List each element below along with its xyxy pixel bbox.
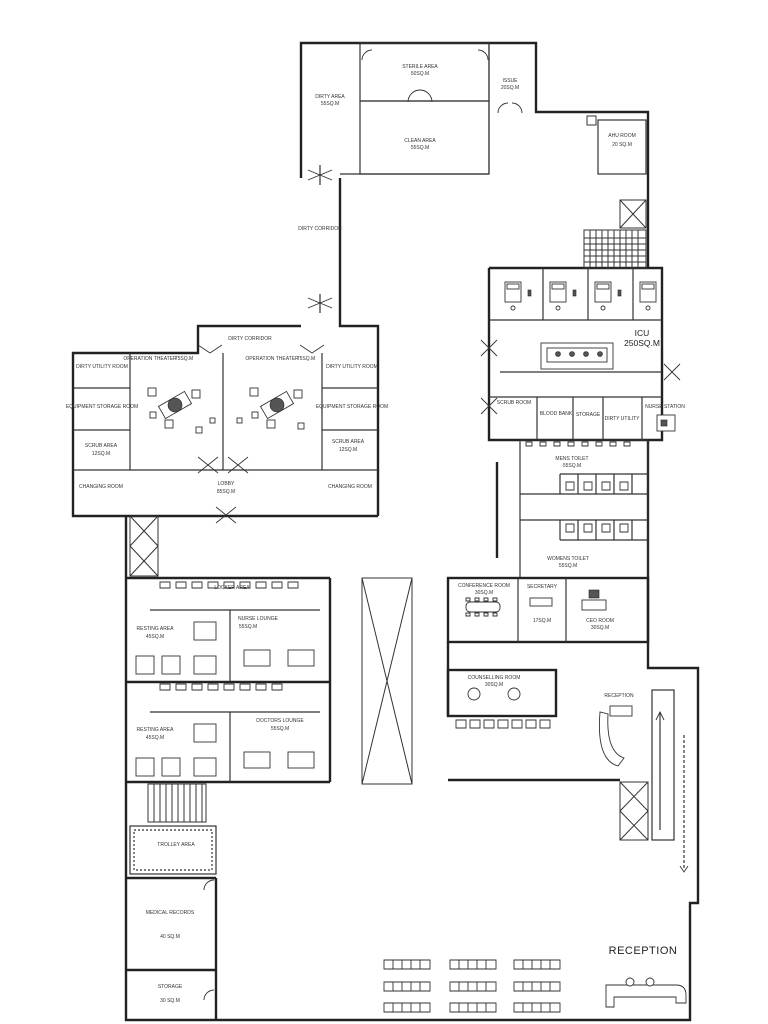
counselling-room-size: 30SQ.M [485, 682, 503, 688]
ramp [651, 689, 689, 873]
outer-walls [71, 41, 700, 1022]
reception-large-label: RECEPTION [609, 945, 678, 957]
dirty-utility-left-label: DIRTY UTILITY ROOM [76, 364, 128, 370]
medical-records-label: MEDICAL RECORDS [146, 910, 195, 916]
doctors-lounge-size: 55SQ.M [271, 726, 289, 732]
equipment-left-label: EQUIPMENT STORAGE ROOM [66, 404, 138, 410]
lobby-size: 85SQ.M [217, 489, 235, 495]
womens-toilet-label: WOMENS TOILET [547, 556, 589, 562]
sterile-area-size: 50SQ.M [411, 71, 429, 77]
medical-records-size: 40 SQ.M [160, 934, 180, 940]
double-door-icon [307, 294, 333, 313]
storage-icu-label: STORAGE [576, 412, 601, 418]
staff-lounges: LOCKER AREA RESTING AREA 45SQ.M NURSE LO… [126, 576, 332, 784]
lobby-label: LOBBY [218, 481, 235, 487]
ceo-room-label: CEO ROOM [586, 618, 614, 624]
stairs-icon [147, 783, 207, 823]
blood-bank-label: BLOOD BANK [540, 411, 573, 417]
conference-room-size: 30SQ.M [475, 590, 493, 596]
dirty-utility-label: DIRTY UTILITY [605, 416, 640, 422]
storage-label: STORAGE [158, 984, 183, 990]
toilets: MENS TOILET 55SQ.M WOMENS TOILET 55SQ.M [495, 439, 649, 579]
clean-area-size: 55SQ.M [411, 145, 429, 151]
issue-size: 20SQ.M [501, 85, 519, 91]
waiting-seats [383, 959, 561, 1013]
sterile-area-label: STERILE AREA [402, 64, 438, 70]
scrub-area-left-label: SCRUB AREA [85, 443, 118, 449]
locker-area-label: LOCKER AREA [214, 585, 250, 591]
nurse-lounge-size: 55SQ.M [239, 624, 257, 630]
admin-offices: CONFERENCE ROOM 30SQ.M SECRETARY 17SQ.M … [446, 576, 650, 729]
secretary-label: SECRETARY [527, 584, 558, 590]
icu-label: ICU [635, 328, 650, 338]
resting-area-1-label: RESTING AREA [137, 626, 175, 632]
elevator-shaft-icon [361, 577, 413, 785]
double-door-icon [307, 165, 333, 185]
scrub-area-right-size: 12SQ.M [339, 447, 357, 453]
ot-block: OPERATION THEATER 75SQ.M OPERATION THEAT… [66, 344, 388, 524]
scrub-room-label: SCRUB ROOM [497, 400, 531, 406]
dirty-corridor-label-2: DIRTY CORRIDOR [228, 336, 272, 342]
reception-small-label: RECEPTION [604, 693, 634, 699]
nurse-station-label: NURSE STATION [645, 404, 685, 410]
reception-desk-icon: RECEPTION [605, 945, 687, 1008]
storage-size: 30 SQ.M [160, 998, 180, 1004]
dirty-utility-right-label: DIRTY UTILITY ROOM [326, 364, 378, 370]
resting-area-1-size: 45SQ.M [146, 634, 164, 640]
equipment-right-label: EQUIPMENT STORAGE ROOM [316, 404, 388, 410]
nurse-lounge-label: NURSE LOUNGE [238, 616, 279, 622]
ot1-label: OPERATION THEATER [123, 356, 177, 362]
icu-size: 250SQ.M [624, 338, 660, 348]
hospital-bed-icon [504, 281, 657, 311]
resting-area-2-label: RESTING AREA [137, 727, 175, 733]
dirty-area-label: DIRTY AREA [315, 94, 345, 100]
mens-toilet-size: 55SQ.M [563, 463, 581, 469]
ot2-size: 75SQ.M [297, 356, 315, 362]
elevator-shaft-icon [619, 199, 647, 229]
sterile-block: STERILE AREA 50SQ.M ISSUE 20SQ.M DIRTY A… [228, 42, 647, 342]
elevator-shaft-icon [129, 515, 159, 577]
elevator-shaft-icon [619, 781, 649, 841]
resting-area-2-size: 45SQ.M [146, 735, 164, 741]
scrub-area-right-label: SCRUB AREA [332, 439, 365, 445]
conference-room-label: CONFERENCE ROOM [458, 583, 510, 589]
ot2-label: OPERATION THEATER [245, 356, 299, 362]
service-rooms: TROLLEY AREA MEDICAL RECORDS 40 SQ.M STO… [126, 825, 218, 1020]
ahu-room-label: AHU ROOM [608, 133, 636, 139]
womens-toilet-size: 55SQ.M [559, 563, 577, 569]
issue-label: ISSUE [502, 78, 518, 84]
operating-table-icon [236, 387, 305, 430]
scrub-area-left-size: 12SQ.M [92, 451, 110, 457]
operating-table-icon [147, 387, 216, 434]
counselling-room-label: COUNSELLING ROOM [468, 675, 521, 681]
reception-desk-icon: RECEPTION [598, 693, 634, 767]
changing-right-label: CHANGING ROOM [328, 484, 372, 490]
ot1-size: 75SQ.M [175, 356, 193, 362]
ceo-room-size: 30SQ.M [591, 625, 609, 631]
mens-toilet-label: MENS TOILET [555, 456, 588, 462]
secretary-size: 17SQ.M [533, 618, 551, 624]
changing-left-label: CHANGING ROOM [79, 484, 123, 490]
clean-area-label: CLEAN AREA [404, 138, 436, 144]
doctors-lounge-label: DOCTORS LOUNGE [256, 718, 304, 724]
double-door-icon [197, 344, 325, 524]
trolley-area-label: TROLLEY AREA [157, 842, 195, 848]
double-door-icon [480, 339, 681, 415]
ahu-room-size: 20 SQ.M [612, 142, 632, 148]
dirty-area-size: 55SQ.M [321, 101, 339, 107]
icu: ICU 250SQ.M SCRUB ROOM BLOOD BANK STORAG… [480, 268, 685, 440]
dirty-corridor-label: DIRTY CORRIDOR [298, 226, 342, 232]
stairs-icon [583, 229, 647, 269]
